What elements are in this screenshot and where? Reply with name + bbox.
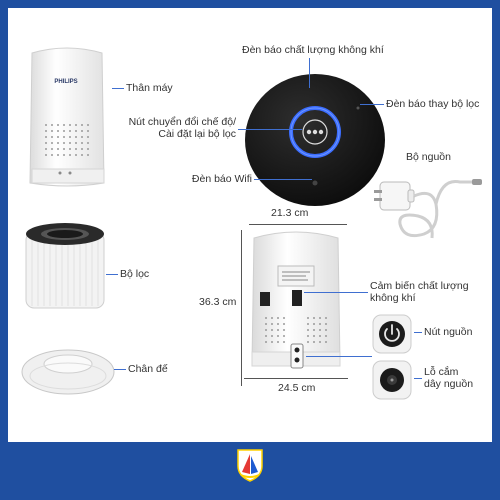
leader-line-filter: [106, 274, 118, 275]
leader-line-mode-button: [238, 129, 302, 130]
power-icon: [384, 324, 400, 342]
leader-line-power-port: [414, 378, 422, 379]
filter-image: [25, 223, 105, 309]
label-base: Chân đế: [128, 363, 168, 375]
label-filter: Bộ lọc: [120, 268, 150, 280]
shield-sail-logo-icon: [237, 449, 263, 482]
leader-line-wifi: [254, 179, 312, 180]
label-mode-button-line1: Nút chuyển đổi chế độ/: [128, 116, 236, 128]
dimension-width: 24.5 cm: [278, 382, 316, 394]
label-power-port-line2: dây nguồn: [424, 378, 474, 390]
label-air-quality-light: Đèn báo chất lượng không khí: [242, 44, 384, 56]
control-panel-image: [245, 74, 385, 206]
label-sensor-line1: Cảm biến chất lượng: [370, 280, 469, 292]
leader-line-power-button: [414, 332, 422, 333]
leader-line-air-quality: [309, 58, 310, 88]
dimension-width-line: [244, 378, 348, 379]
label-filter-change-light: Đèn báo thay bộ lọc: [386, 98, 480, 110]
leader-line-base: [114, 369, 126, 370]
label-power-adapter: Bộ nguồn: [406, 151, 451, 163]
purifier-rear-image: [251, 231, 341, 369]
brand-logo-text: PHILIPS: [54, 79, 77, 85]
label-wifi-light: Đèn báo Wifi: [191, 173, 252, 185]
dimension-height: 36.3 cm: [199, 296, 237, 308]
base-image: [21, 349, 115, 395]
cycle-icon: [302, 119, 328, 145]
label-power-port: Lỗ cắm dây nguồn: [424, 366, 473, 390]
product-diagram: PHILIPS Thân máy Bộ lọc Chân đế: [8, 8, 492, 442]
label-power-port-line1: Lỗ cắm: [424, 366, 459, 378]
power-port-closeup: [372, 360, 412, 400]
dimension-height-line: [241, 230, 242, 386]
label-mode-button: Nút chuyển đổi chế độ/ Cài đặt lại bộ lọ…: [124, 116, 236, 140]
leader-line-filter-change: [360, 104, 384, 105]
leader-line-sensor: [304, 292, 368, 293]
label-air-quality-sensor: Cảm biến chất lượng không khí: [370, 280, 469, 304]
dimension-depth-line: [249, 224, 347, 225]
footer: [0, 442, 500, 500]
leader-line-rear-ports: [306, 356, 372, 357]
power-adapter-image: [374, 179, 482, 239]
dimension-depth: 21.3 cm: [271, 207, 309, 219]
label-mode-button-line2: Cài đặt lại bộ lọc: [158, 128, 236, 140]
purifier-body-image: PHILIPS: [29, 47, 105, 187]
label-power-button: Nút nguồn: [424, 326, 473, 338]
label-sensor-line2: không khí: [370, 292, 416, 304]
label-body: Thân máy: [126, 82, 173, 94]
power-button-closeup: [372, 314, 412, 354]
leader-line-body: [112, 88, 124, 89]
